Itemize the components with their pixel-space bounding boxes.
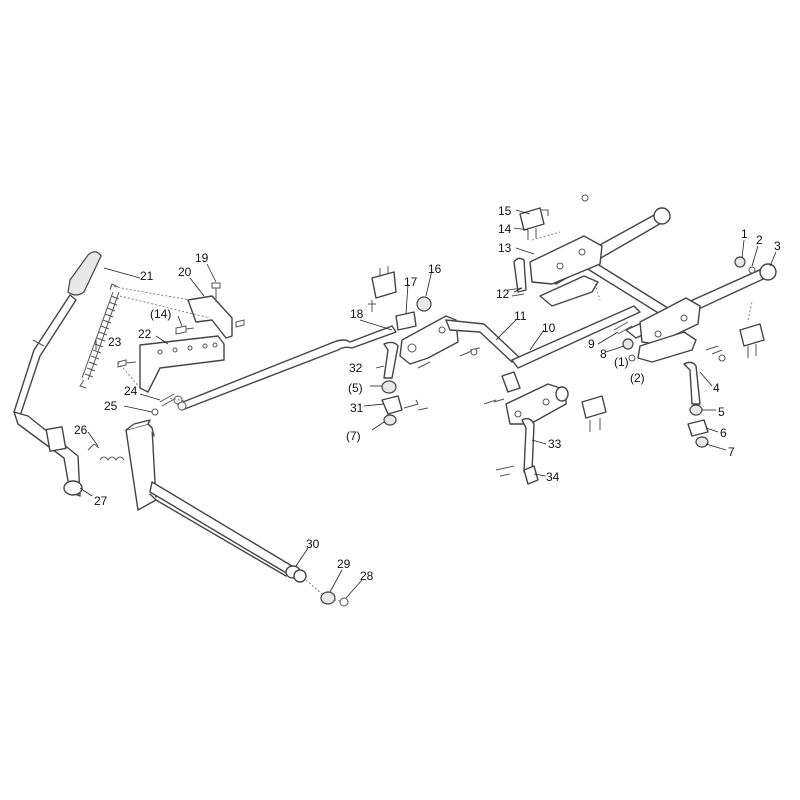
linkage-rod: [177, 325, 397, 411]
clevis-34: [523, 465, 539, 485]
upper-bracket: [187, 295, 233, 339]
callout-p2: (2): [630, 371, 645, 385]
pedal-housing: [125, 423, 157, 511]
callout-33: 33: [548, 437, 562, 451]
rod-33: [521, 417, 535, 473]
callout-p1: (1): [614, 355, 629, 369]
callout-3: 3: [774, 239, 781, 253]
clevis-6: [687, 419, 709, 437]
lever-grip: [67, 251, 102, 296]
callout-31: 31: [350, 401, 364, 415]
callout-24: 24: [124, 384, 138, 398]
callout-19: 19: [195, 251, 209, 265]
lift-lever-assembly: [13, 251, 349, 607]
callout-23: 23: [108, 335, 122, 349]
callout-20: 20: [178, 265, 192, 279]
callout-16: 16: [428, 262, 442, 276]
callout-p14: (14): [150, 307, 171, 321]
callout-5: 5: [718, 405, 725, 419]
callout-11: 11: [514, 309, 527, 323]
callout-32: 32: [349, 361, 363, 375]
callout-25: 25: [104, 399, 118, 413]
callout-1: 1: [741, 227, 748, 241]
lever-plate: [45, 426, 67, 452]
mount-bracket: [139, 335, 225, 393]
callout-6: 6: [720, 426, 727, 440]
lever-rod: [13, 294, 77, 417]
bolt-22: [117, 359, 137, 368]
rear-lift-frame: [507, 194, 777, 448]
callout-12: 12: [496, 287, 510, 301]
callout-labels: 1 2 3 4 5 6 7 8 9 (1) (2) 10 11 12 13 14…: [74, 204, 781, 583]
callout-18: 18: [350, 307, 364, 321]
screw-20: [235, 319, 245, 328]
rod-11: [445, 319, 521, 363]
callout-34: 34: [546, 470, 560, 484]
washer-25: [151, 408, 159, 416]
leader-lines: [79, 209, 777, 599]
callout-29: 29: [337, 557, 351, 571]
callout-13: 13: [498, 241, 512, 255]
callout-30: 30: [306, 537, 320, 551]
upper-arm-plate: [529, 235, 603, 285]
callout-p7: (7): [346, 429, 361, 443]
clevis-31: [381, 395, 403, 415]
bolt-p14: [175, 325, 195, 335]
callout-15: 15: [498, 204, 512, 218]
callout-9: 9: [588, 337, 595, 351]
callout-27: 27: [94, 494, 108, 508]
small-spring: [99, 456, 125, 461]
rod-4: [683, 361, 701, 405]
callout-28: 28: [360, 569, 374, 583]
bolt-19: [211, 282, 221, 302]
rod-32: [383, 341, 399, 379]
callout-26: 26: [74, 423, 88, 437]
callout-p5: (5): [348, 381, 363, 395]
lever-pivot-boss: [63, 480, 83, 496]
cross-shaft: [149, 481, 293, 575]
callout-17: 17: [404, 275, 418, 289]
callout-21: 21: [140, 269, 154, 283]
link-12: [513, 257, 527, 293]
callout-4: 4: [713, 381, 720, 395]
lever-rod-band: [32, 339, 45, 347]
callout-2: 2: [756, 233, 763, 247]
rod-10: [511, 305, 641, 369]
spring-coils: [84, 295, 120, 378]
shaft-end-parts: [285, 565, 349, 607]
assembly-lines-left: [109, 285, 211, 405]
callout-8: 8: [600, 347, 607, 361]
callout-14: 14: [498, 222, 512, 236]
callout-22: 22: [138, 327, 152, 341]
callout-10: 10: [542, 321, 556, 335]
center-linkage: [368, 266, 641, 485]
callout-7: 7: [728, 445, 735, 459]
spring: [79, 283, 120, 389]
